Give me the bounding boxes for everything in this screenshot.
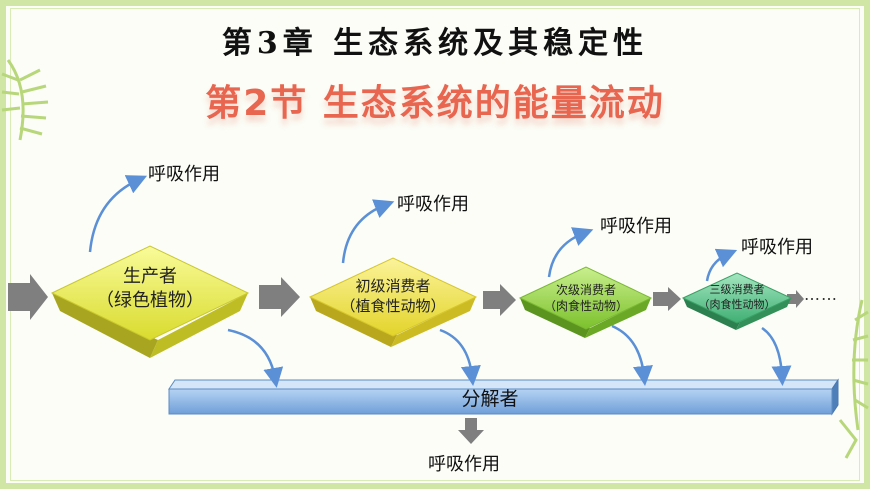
decomposer-bar (168, 378, 839, 416)
node-secondary-consumer (518, 266, 653, 338)
respiration-label-tertiary: 呼吸作用 (741, 237, 813, 258)
node-primary-label: 初级消费者 （植食性动物） (333, 276, 453, 317)
node-tertiary-label: 三级消费者 （肉食性动物） (692, 283, 782, 313)
node-primary-name: 初级消费者 (355, 277, 431, 295)
node-primary-consumer (308, 257, 478, 347)
leaf-decoration-left-icon (1, 59, 49, 141)
respiration-label-primary: 呼吸作用 (397, 194, 469, 215)
continuation-dots: …… (804, 285, 838, 304)
chapter-title: 第3章 生态系统及其稳定性 (221, 26, 649, 61)
section-title: 第2节 生态系统的能量流动 (205, 83, 665, 124)
flow-arrow-2 (483, 284, 516, 316)
respiration-arrows (88, 175, 738, 282)
node-producer-name: 生产者 (123, 266, 177, 287)
node-secondary-label: 次级消费者 （肉食性动物） (536, 282, 636, 314)
node-tertiary-consumer (681, 272, 793, 330)
slide-inner-border (10, 8, 860, 481)
decomposer-label: 分解者 (461, 388, 519, 410)
node-tertiary-name: 三级消费者 (709, 283, 765, 296)
flow-arrow-3 (653, 287, 681, 311)
flow-arrow-down (458, 418, 484, 444)
node-secondary-name: 次级消费者 (555, 283, 616, 297)
flow-arrows (8, 274, 804, 444)
node-primary-desc: （植食性动物） (340, 297, 446, 316)
leaf-decoration-right-icon (838, 299, 869, 459)
flow-arrow-input (8, 274, 48, 320)
node-secondary-desc: （肉食性动物） (543, 299, 628, 314)
flow-arrow-1 (259, 277, 300, 317)
node-producer (50, 245, 250, 358)
decomposition-arrows (227, 324, 792, 388)
flow-arrow-4 (787, 290, 804, 308)
node-producer-label: 生产者 （绿色植物） (80, 265, 220, 314)
node-producer-desc: （绿色植物） (96, 290, 204, 312)
respiration-label-decomposer: 呼吸作用 (428, 454, 500, 475)
respiration-label-producer: 呼吸作用 (148, 164, 220, 185)
respiration-label-secondary: 呼吸作用 (600, 216, 672, 237)
node-tertiary-desc: （肉食性动物） (698, 297, 776, 311)
